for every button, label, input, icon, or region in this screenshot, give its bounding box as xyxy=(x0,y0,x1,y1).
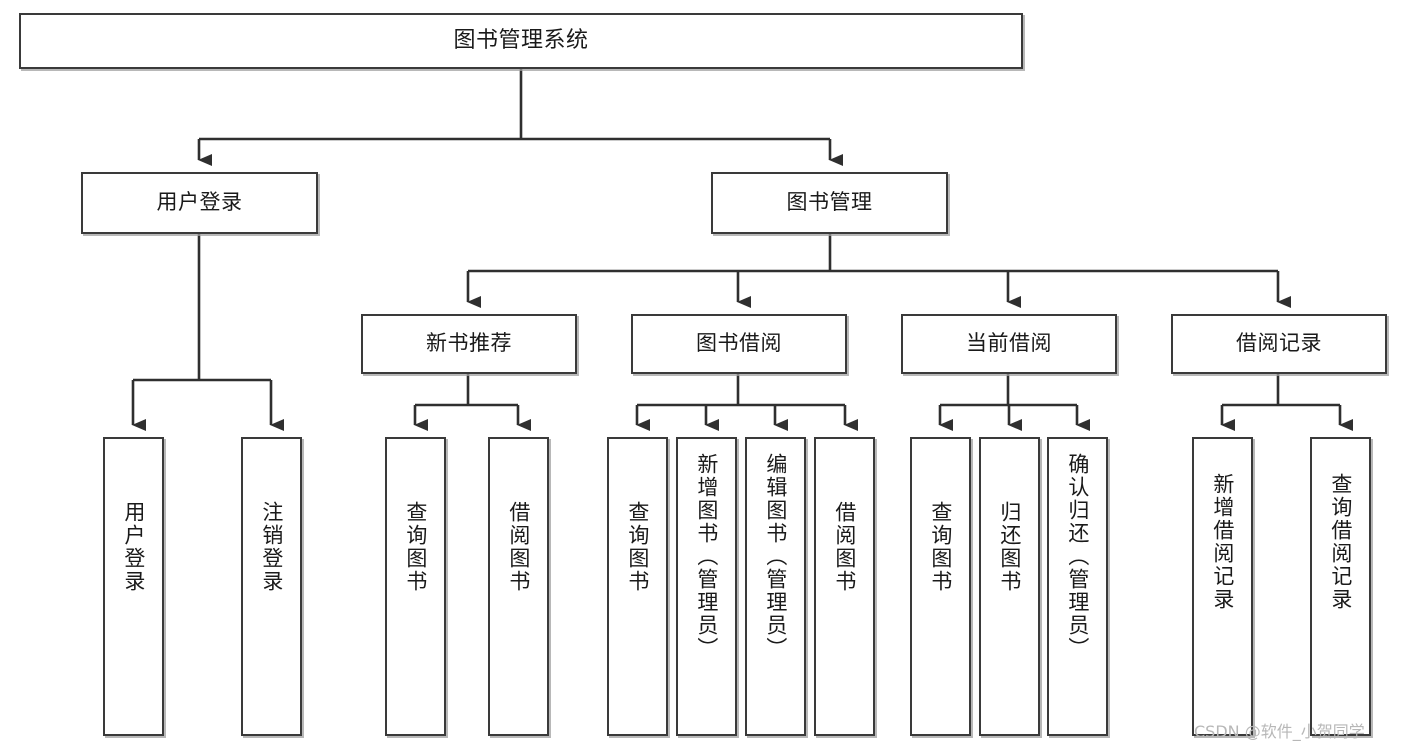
node-leaf-borrow-book-2-label: 借阅图书 xyxy=(832,501,857,593)
node-leaf-borrow-book-1[interactable]: 借阅图书 xyxy=(488,437,549,736)
node-leaf-borrow-book-2[interactable]: 借阅图书 xyxy=(814,437,875,736)
node-leaf-confirm-return[interactable]: 确认归还（管理员） xyxy=(1047,437,1108,736)
node-leaf-add-book[interactable]: 新增图书（管理员） xyxy=(676,437,737,736)
node-leaf-add-record-label: 新增借阅记录 xyxy=(1210,473,1235,611)
node-leaf-query-record[interactable]: 查询借阅记录 xyxy=(1310,437,1371,736)
node-leaf-borrow-book-1-label: 借阅图书 xyxy=(506,501,531,593)
node-book-borrow-label: 图书借阅 xyxy=(696,331,782,356)
node-new-book-recommend-label: 新书推荐 xyxy=(426,331,512,356)
node-book-manage[interactable]: 图书管理 xyxy=(711,172,948,234)
node-leaf-return-book[interactable]: 归还图书 xyxy=(979,437,1040,736)
node-leaf-user-logout[interactable]: 注销登录 xyxy=(241,437,302,736)
node-leaf-edit-book[interactable]: 编辑图书（管理员） xyxy=(745,437,806,736)
node-user-login[interactable]: 用户登录 xyxy=(81,172,318,234)
node-borrow-record-label: 借阅记录 xyxy=(1236,331,1322,356)
node-leaf-query-book-2[interactable]: 查询图书 xyxy=(607,437,668,736)
node-leaf-return-book-label: 归还图书 xyxy=(997,501,1022,593)
node-current-borrow-label: 当前借阅 xyxy=(966,331,1052,356)
node-current-borrow[interactable]: 当前借阅 xyxy=(901,314,1117,374)
node-leaf-query-book-1-label: 查询图书 xyxy=(403,501,428,593)
node-leaf-add-record[interactable]: 新增借阅记录 xyxy=(1192,437,1253,736)
node-book-manage-label: 图书管理 xyxy=(786,190,873,215)
node-borrow-record[interactable]: 借阅记录 xyxy=(1171,314,1387,374)
node-root-label: 图书管理系统 xyxy=(453,27,589,53)
node-leaf-user-logout-label: 注销登录 xyxy=(259,501,284,593)
node-leaf-query-book-2-label: 查询图书 xyxy=(625,501,650,593)
node-leaf-user-login-label: 用户登录 xyxy=(121,501,146,593)
node-leaf-query-book-3[interactable]: 查询图书 xyxy=(910,437,971,736)
node-new-book-recommend[interactable]: 新书推荐 xyxy=(361,314,577,374)
node-root[interactable]: 图书管理系统 xyxy=(19,13,1023,69)
node-leaf-query-record-label: 查询借阅记录 xyxy=(1328,473,1353,611)
node-leaf-confirm-return-label: 确认归还（管理员） xyxy=(1065,453,1090,660)
node-leaf-edit-book-label: 编辑图书（管理员） xyxy=(763,453,788,660)
node-leaf-add-book-label: 新增图书（管理员） xyxy=(694,453,719,660)
node-book-borrow[interactable]: 图书借阅 xyxy=(631,314,847,374)
node-user-login-label: 用户登录 xyxy=(156,190,243,215)
node-leaf-query-book-3-label: 查询图书 xyxy=(928,501,953,593)
csdn-watermark: CSDN @软件_小贺同学 xyxy=(1194,722,1365,741)
node-leaf-user-login[interactable]: 用户登录 xyxy=(103,437,164,736)
node-leaf-query-book-1[interactable]: 查询图书 xyxy=(385,437,446,736)
